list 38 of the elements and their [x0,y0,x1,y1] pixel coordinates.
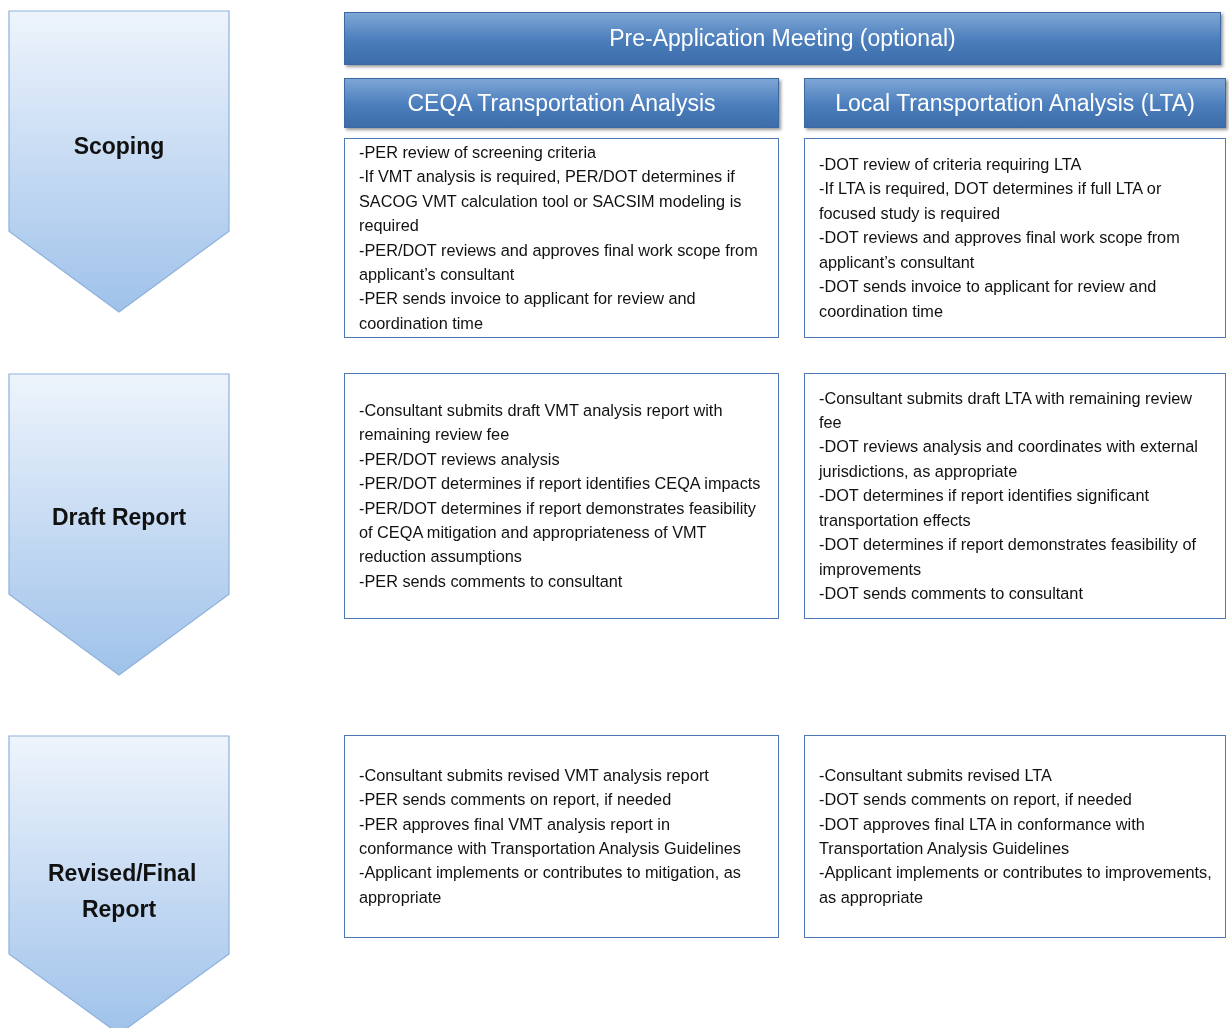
stage-label: Scoping [72,132,166,161]
bullet-text: -If VMT analysis is required, PER/DOT determines if SACOG VMT calculation tool or SACSIM modeling is required [359,166,743,237]
bullet-text: -PER/DOT reviews analysis [359,448,561,470]
bullet-text: -PER/DOT determines if report identifies CEQA impacts [359,473,762,495]
bullet-text: -Consultant submits draft VMT analysis report with remaining review fee [359,399,724,446]
bullet-text: -DOT sends comments on report, if needed [819,789,1133,811]
bullet-text: -PER/DOT determines if report demonstrates feasibility of CEQA mitigation and appropriateness of VMT reduction assumptions [359,497,757,568]
text-box [804,735,1226,938]
bullet-text: -DOT reviews analysis and coordinates with external jurisdictions, as appropriate [819,436,1199,482]
bullet-text: -PER approves final VMT analysis report in conformance with Transportation Analysis Guidelines [359,813,742,859]
bullet-text: -PER/DOT reviews and approves final work scope from applicant’s consultant [359,239,759,285]
text-box [344,138,779,338]
bullet-text: -PER sends comments to consultant [359,570,624,592]
header-bar: CEQA Transportation Analysis [344,78,779,128]
bullet-text: -PER review of screening criteria [359,141,598,163]
text-box [344,373,779,619]
bullet-text: -Consultant submits revised LTA [819,764,1053,786]
bullet-text: -DOT reviews and approves final work scope from applicant’s consultant [819,227,1181,273]
stage-label: Revised/Final Report [47,859,198,924]
bullet-text: -Applicant implements or contributes to mitigation, as appropriate [359,862,742,908]
text-box [344,735,779,938]
bullet-text: -Applicant implements or contributes to improvements, as appropriate [819,862,1213,908]
bullet-text: -DOT sends invoice to applicant for review and coordination time [819,276,1158,322]
bullet-text: -PER sends comments on report, if needed [359,789,673,811]
bullet-text: -If LTA is required, DOT determines if full LTA or focused study is required [819,178,1163,224]
bullet-text: -DOT determines if report demonstrates feasibility of improvements [819,534,1198,580]
stage-label: Draft Report [50,503,188,532]
text-box [804,373,1226,619]
bullet-text: -DOT sends comments to consultant [819,582,1084,604]
bullet-text: -DOT determines if report identifies significant transportation effects [819,485,1150,531]
bullet-text: -Consultant submits revised VMT analysis report [359,764,710,786]
header-bar: Pre-Application Meeting (optional) [344,12,1221,65]
bullet-text: -DOT approves final LTA in conformance with Transportation Analysis Guidelines [819,813,1146,859]
text-box [804,138,1226,338]
bullet-text: -PER sends invoice to applicant for review and coordination time [359,288,697,334]
header-bar: Local Transportation Analysis (LTA) [804,78,1226,128]
bullet-text: -DOT review of criteria requiring LTA [819,154,1083,176]
bullet-text: -Consultant submits draft LTA with remaining review fee [819,387,1194,434]
